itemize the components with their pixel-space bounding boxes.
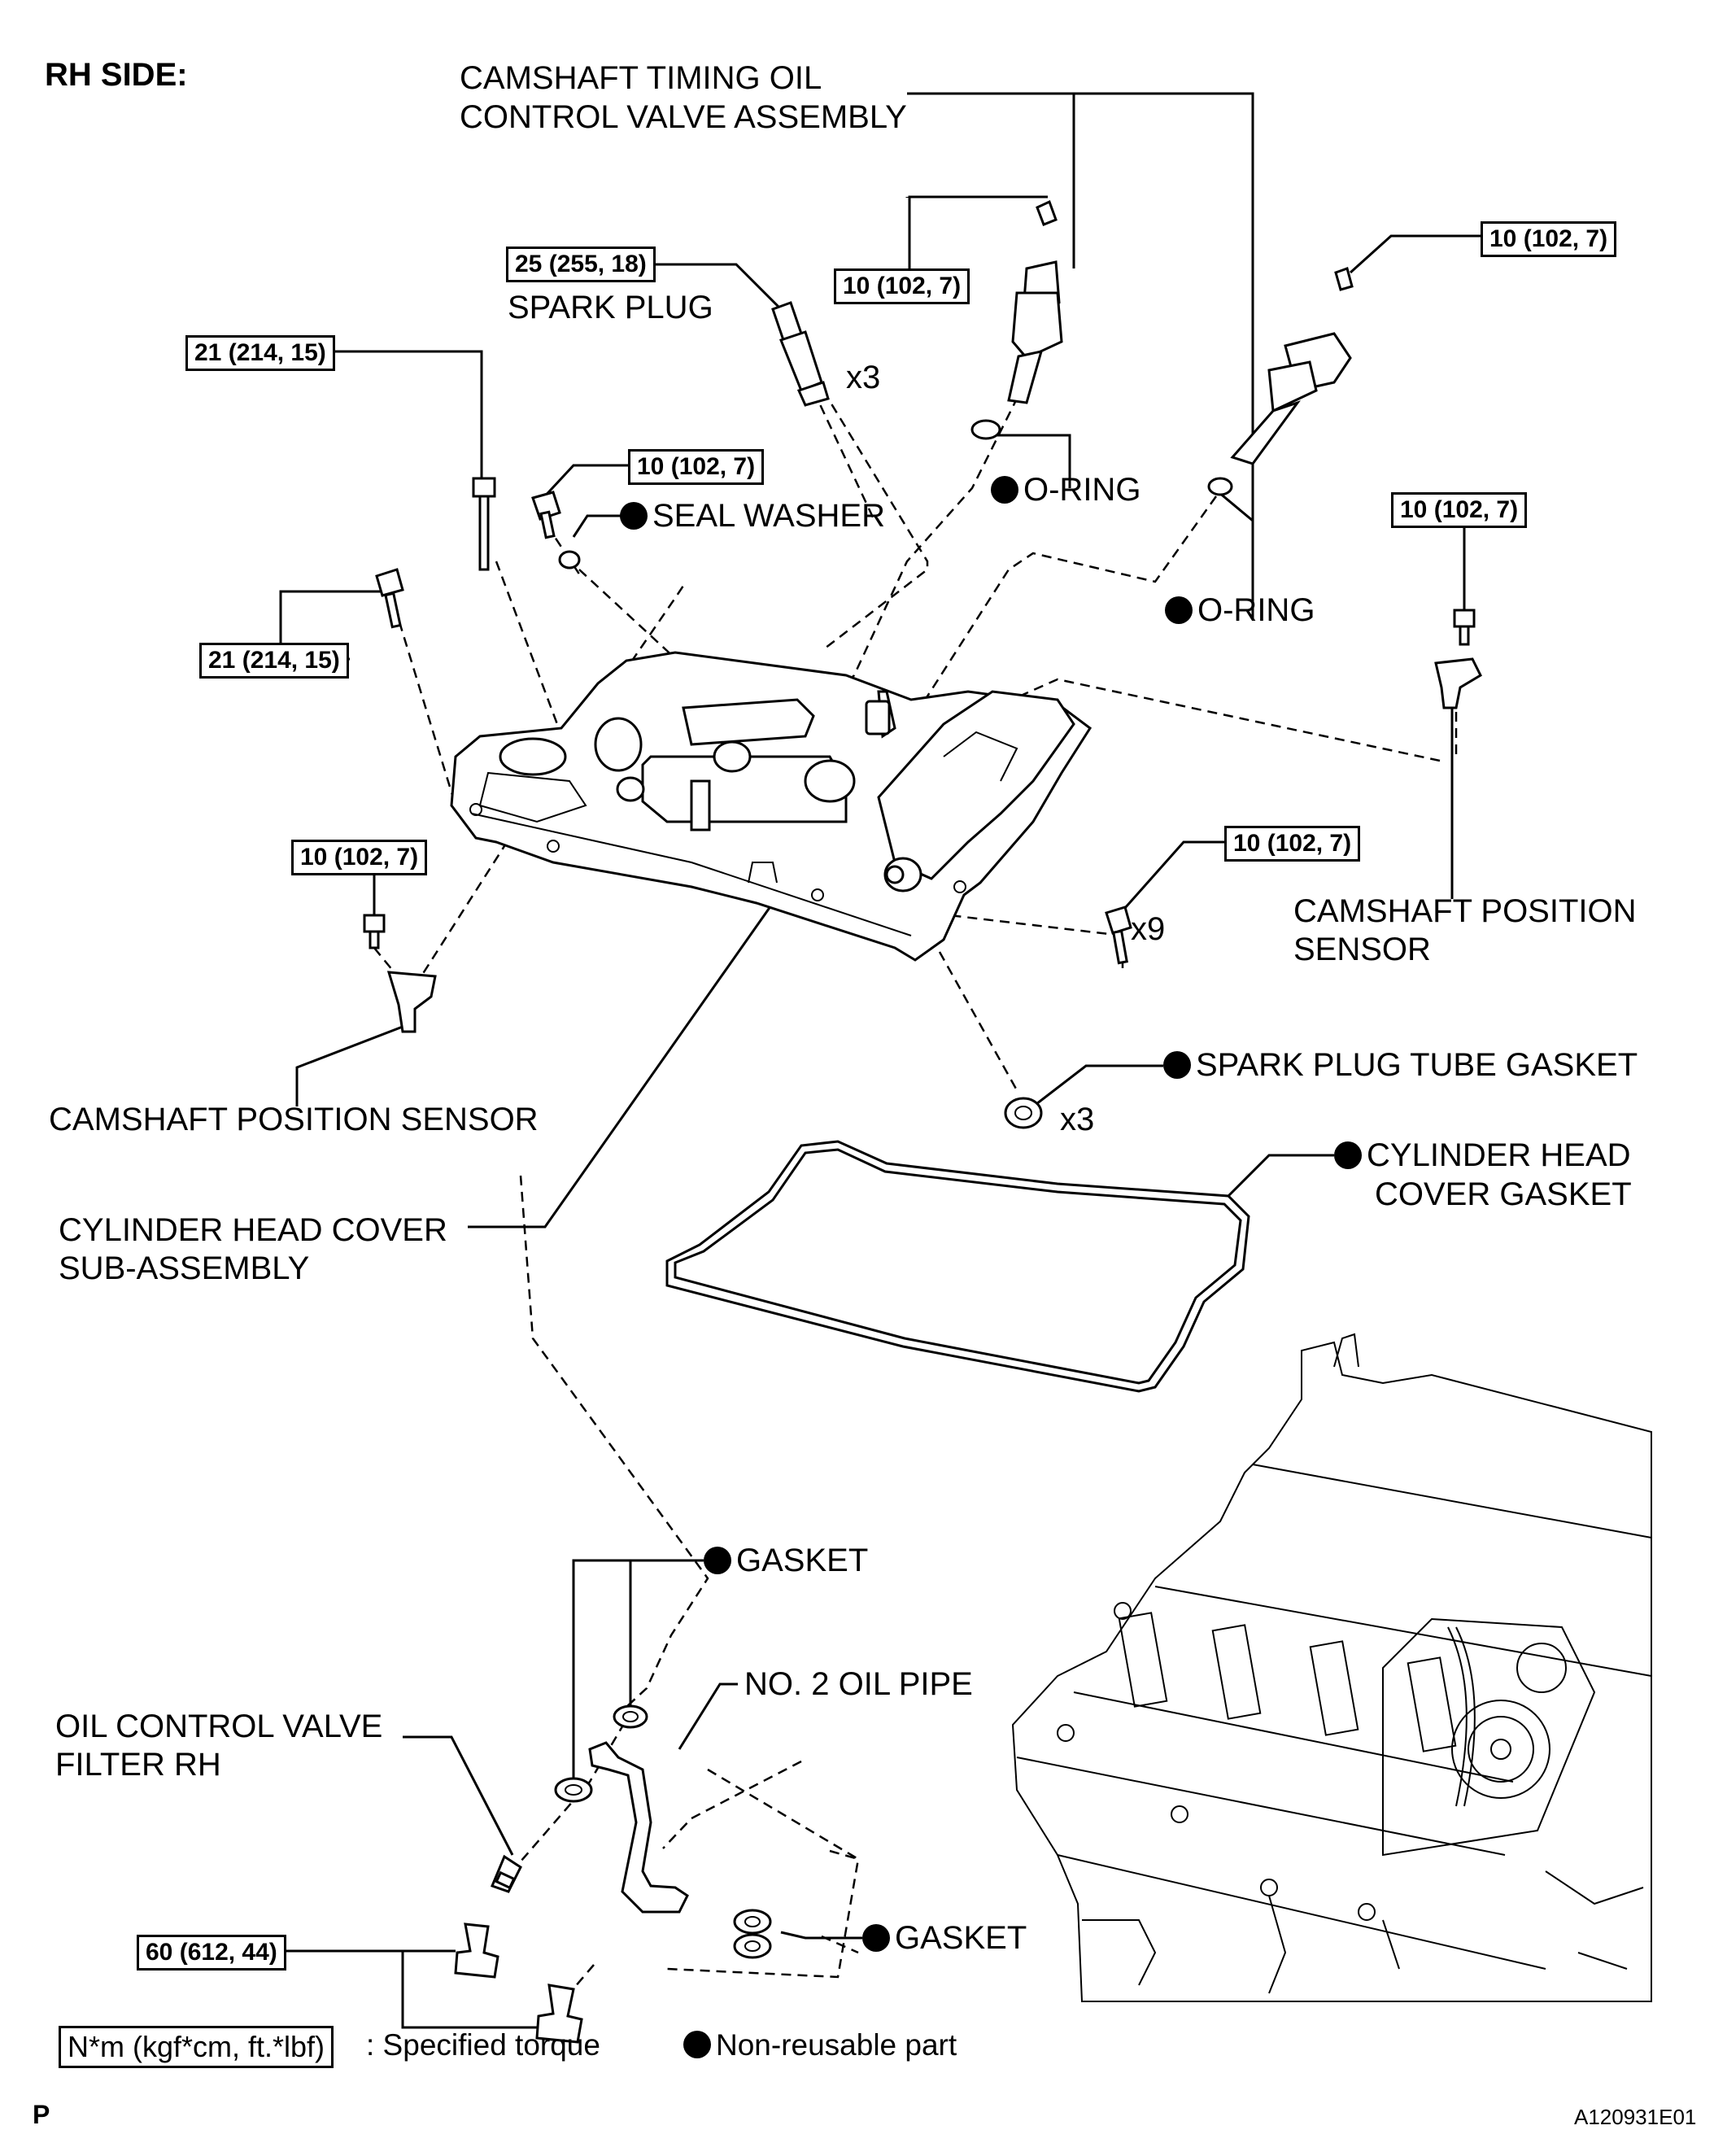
ocv-assembly-label-line2: CONTROL VALVE ASSEMBLY bbox=[460, 99, 907, 135]
nonreusable-dot bbox=[1165, 596, 1193, 624]
nonreusable-dot bbox=[1163, 1051, 1191, 1079]
corner-letter: P bbox=[33, 2100, 50, 2129]
cam-sensor-right-line2: SENSOR bbox=[1293, 932, 1431, 967]
head-cover-label-line2: SUB-ASSEMBLY bbox=[59, 1250, 310, 1286]
o-ring-text-2: O-RING bbox=[1197, 592, 1315, 628]
alignment-dashed-lines bbox=[373, 382, 1458, 1994]
o-ring-label-1: O-RING bbox=[991, 470, 1140, 509]
gasket-upper-text: GASKET bbox=[736, 1543, 869, 1578]
torque-ocv-bolt-left: 10 (102, 7) bbox=[834, 268, 970, 304]
torque-sensor-bolt-left: 10 (102, 7) bbox=[291, 840, 428, 875]
nonreusable-dot bbox=[620, 502, 648, 530]
cam-sensor-left-label: CAMSHAFT POSITION SENSOR bbox=[49, 1102, 539, 1137]
oil-pipe-label: NO. 2 OIL PIPE bbox=[744, 1666, 973, 1702]
seal-washer-label: SEAL WASHER bbox=[620, 496, 885, 535]
torque-stud-bolt-upper: 21 (214, 15) bbox=[185, 335, 335, 371]
cover-bolt-qty: x9 bbox=[1131, 911, 1166, 947]
gasket-lower-label: GASKET bbox=[862, 1918, 1027, 1957]
legend-torque-box: N*m (kgf*cm, ft.*lbf) bbox=[59, 2026, 334, 2068]
legend-nonreusable-text: Non-reusable part bbox=[716, 2028, 957, 2062]
cylinder-head-cover bbox=[450, 651, 1093, 962]
ocv-filter-label-line1: OIL CONTROL VALVE bbox=[55, 1709, 383, 1744]
gasket-upper-label: GASKET bbox=[704, 1541, 868, 1580]
ocv-filter-label-line2: FILTER RH bbox=[55, 1747, 221, 1783]
side-label: RH SIDE: bbox=[45, 57, 188, 93]
engine-block bbox=[1011, 1333, 1652, 2002]
ocv-assembly-label-line1: CAMSHAFT TIMING OIL bbox=[460, 60, 822, 96]
head-cover-label-line1: CYLINDER HEAD COVER bbox=[59, 1212, 447, 1248]
o-ring-text-1: O-RING bbox=[1023, 472, 1141, 508]
ocv-right bbox=[1207, 267, 1354, 496]
cylinder-head-cover-gasket bbox=[665, 1140, 1250, 1393]
spark-plug bbox=[771, 301, 830, 407]
cam-sensor-right-line1: CAMSHAFT POSITION bbox=[1293, 893, 1637, 929]
legend-nonreusable: Non-reusable part bbox=[683, 2026, 957, 2065]
torque-union-bolt: 60 (612, 44) bbox=[137, 1935, 286, 1971]
bolts bbox=[363, 477, 1482, 1129]
torque-spark-plug: 25 (255, 18) bbox=[506, 247, 656, 282]
nonreusable-dot bbox=[1334, 1141, 1362, 1169]
ocv-left bbox=[970, 199, 1063, 440]
nonreusable-dot bbox=[704, 1547, 731, 1574]
o-ring-label-2: O-RING bbox=[1165, 591, 1315, 630]
torque-cover-bolts: 10 (102, 7) bbox=[1224, 826, 1361, 862]
torque-sensor-bolt-right: 10 (102, 7) bbox=[1391, 492, 1528, 528]
spark-plug-qty: x3 bbox=[846, 360, 881, 395]
nonreusable-dot bbox=[862, 1924, 890, 1952]
torque-ocv-bolt-right: 10 (102, 7) bbox=[1481, 221, 1617, 257]
oil-pipe-parts bbox=[454, 1704, 772, 2044]
legend-torque-text: : Specified torque bbox=[366, 2028, 600, 2062]
head-cover-gasket-label-line2: COVER GASKET bbox=[1375, 1176, 1632, 1212]
torque-cover-bolt-seal: 10 (102, 7) bbox=[628, 449, 765, 485]
torque-stud-bolt-lower: 21 (214, 15) bbox=[199, 643, 349, 679]
nonreusable-dot bbox=[991, 476, 1018, 504]
leader-lines bbox=[279, 92, 1481, 2029]
figure-id: A120931E01 bbox=[1574, 2105, 1697, 2129]
spark-plug-tube-gasket-label: SPARK PLUG TUBE GASKET bbox=[1163, 1045, 1638, 1085]
spark-plug-tube-gasket-text: SPARK PLUG TUBE GASKET bbox=[1196, 1047, 1638, 1083]
gasket-lower-text: GASKET bbox=[895, 1920, 1027, 1956]
seal-washer-text: SEAL WASHER bbox=[652, 498, 885, 534]
head-cover-gasket-label-line1: CYLINDER HEAD bbox=[1334, 1136, 1631, 1175]
head-cover-gasket-text-1: CYLINDER HEAD bbox=[1367, 1137, 1631, 1173]
nonreusable-dot bbox=[683, 2031, 711, 2058]
tube-gasket-qty: x3 bbox=[1060, 1102, 1095, 1137]
spark-plug-label: SPARK PLUG bbox=[508, 290, 713, 325]
